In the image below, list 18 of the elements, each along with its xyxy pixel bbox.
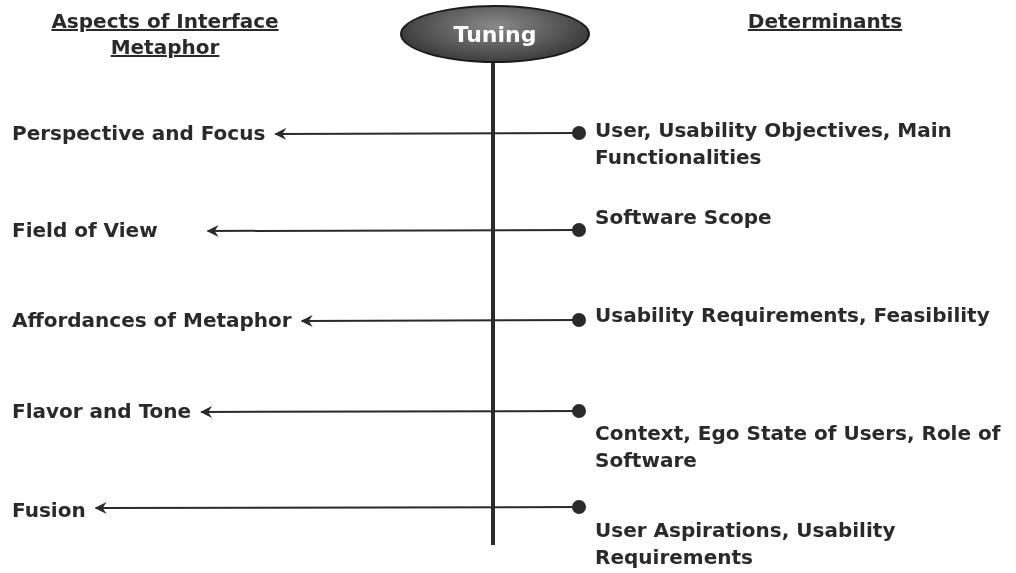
text-label: User, Usability Objectives, Main Functionalities — [595, 117, 1005, 171]
arrow — [200, 404, 586, 418]
text-label: Perspective and Focus — [12, 120, 266, 147]
text-label: Fusion — [12, 497, 86, 524]
text-label: Usability Requirements, Feasibility — [595, 302, 1005, 329]
text-label: Flavor and Tone — [12, 398, 192, 425]
column-heading: Determinants — [746, 8, 904, 34]
arrow — [300, 313, 586, 327]
text-label: Affordances of Metaphor — [12, 307, 292, 334]
column-heading: Aspects of Interface Metaphor — [50, 8, 280, 60]
text-label: Context, Ego State of Users, Role of Software — [595, 420, 1005, 474]
text-label: Software Scope — [595, 204, 1005, 231]
arrow — [274, 126, 586, 140]
text-label: User Aspirations, Usability Requirements — [595, 517, 1005, 571]
node-label: Tuning — [453, 20, 537, 48]
arrow — [94, 500, 586, 514]
arrow — [206, 223, 586, 237]
text-label: Field of View — [12, 217, 158, 244]
